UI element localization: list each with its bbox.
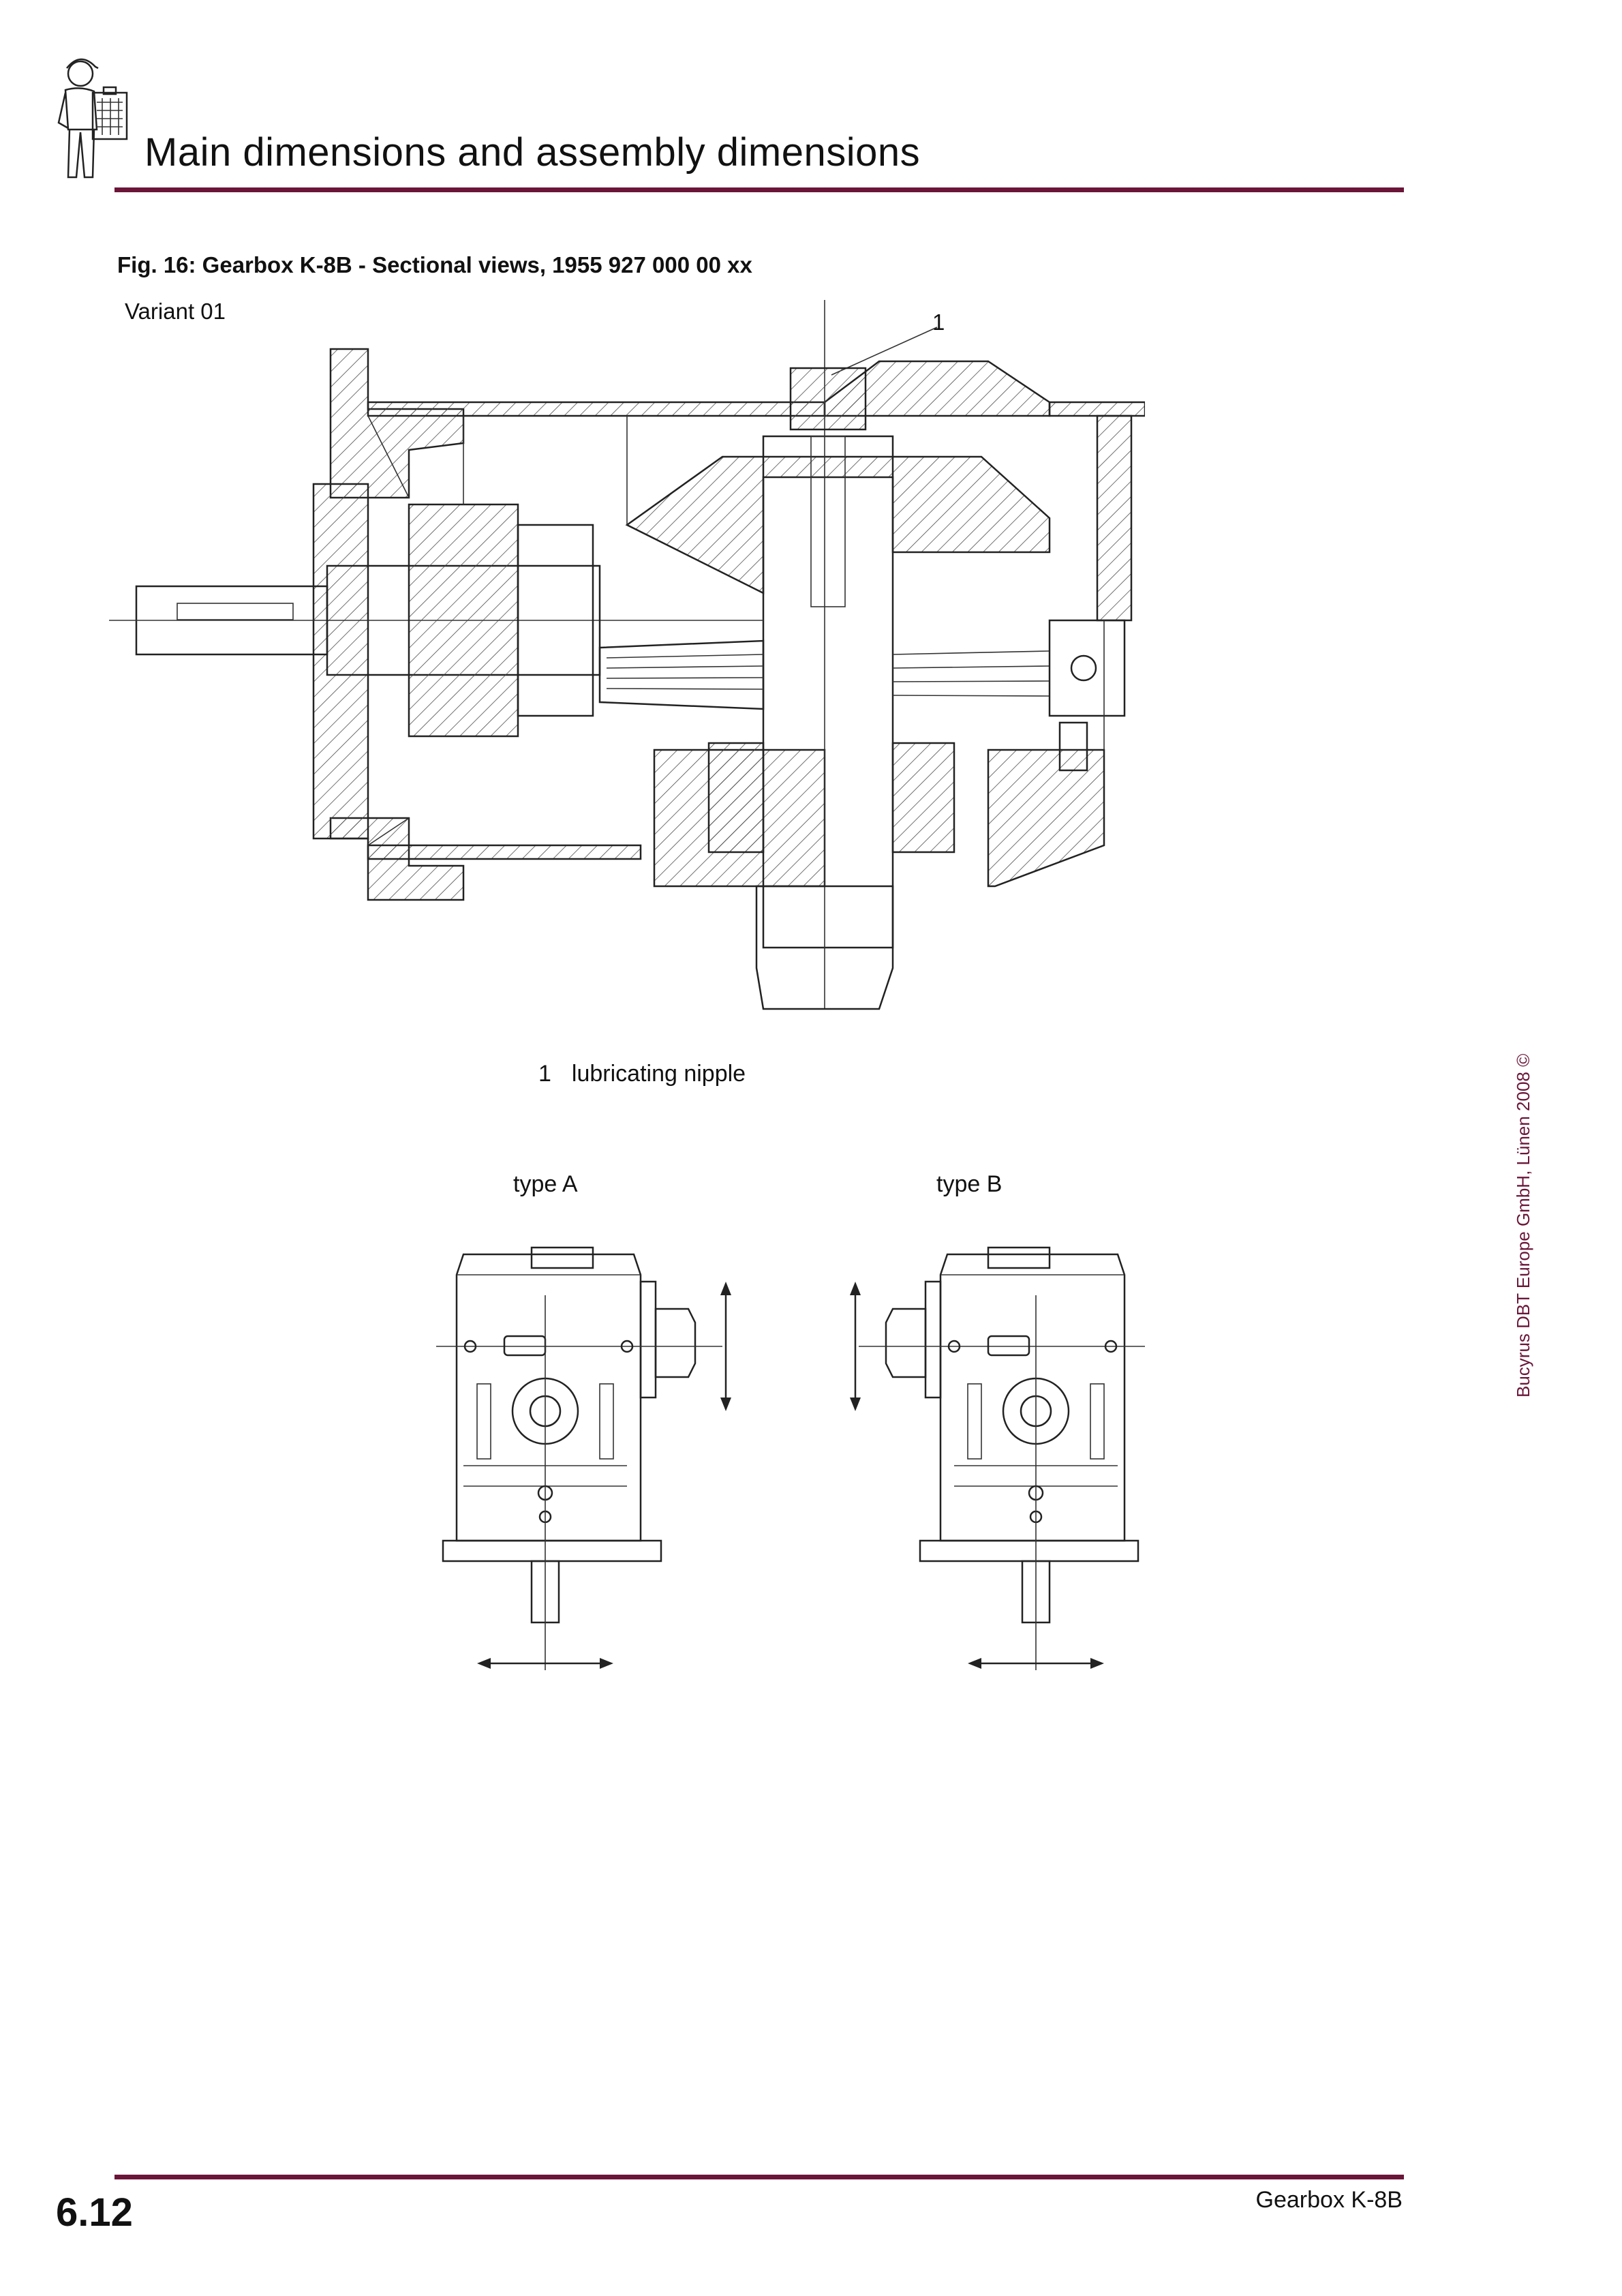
legend-number: 1 bbox=[538, 1061, 551, 1087]
copyright-note: Bucyrus DBT Europe GmbH, Lünen 2008 © bbox=[1513, 1053, 1533, 1398]
gearbox-sectional-view bbox=[109, 300, 1145, 1010]
type-b-view bbox=[850, 1246, 1145, 1670]
variant-label: Variant 01 bbox=[125, 299, 226, 324]
type-b-label: type B bbox=[936, 1171, 1003, 1197]
footer-rule bbox=[114, 2175, 1404, 2179]
technician-clipboard-icon bbox=[57, 58, 128, 179]
footer-title: Gearbox K-8B bbox=[1255, 2187, 1403, 2213]
type-a-label: type A bbox=[513, 1171, 578, 1197]
figure-caption: Fig. 16: Gearbox K-8B - Sectional views,… bbox=[117, 252, 752, 277]
legend-text: lubricating nipple bbox=[571, 1061, 746, 1087]
page-title: Main dimensions and assembly dimensions bbox=[144, 130, 921, 175]
type-a-view bbox=[436, 1246, 731, 1670]
page-number: 6.12 bbox=[56, 2190, 133, 2235]
header-rule bbox=[114, 187, 1404, 192]
legend-item: 1 lubricating nipple bbox=[538, 1061, 746, 1087]
